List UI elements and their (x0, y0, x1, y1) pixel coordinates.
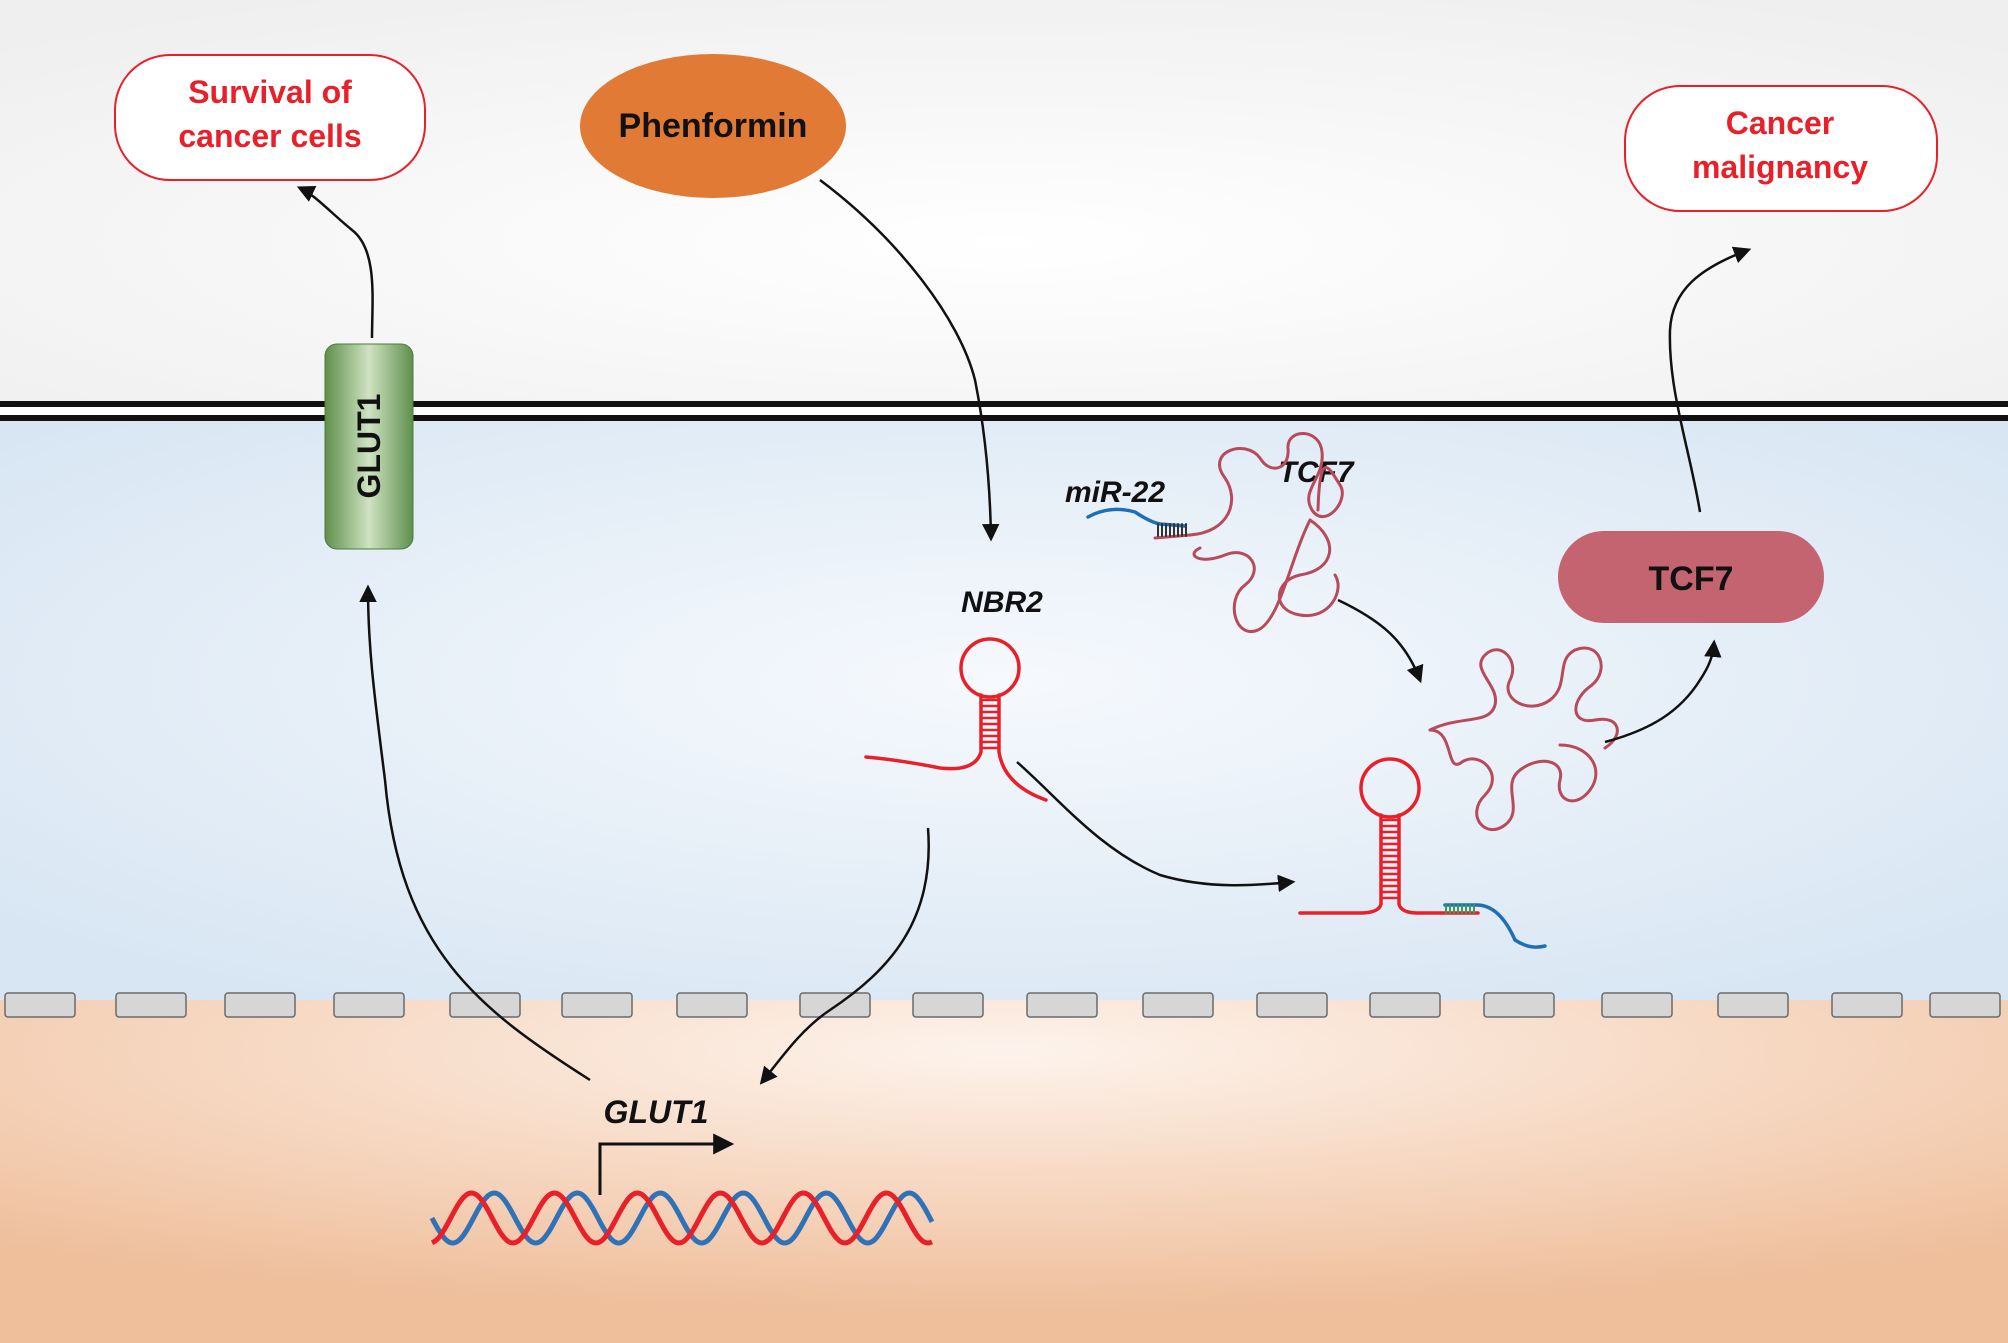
mir22-tcf7-duplex (1086, 507, 1192, 540)
nuclear-pore (224, 992, 296, 1018)
arrow-nbr2-to-complex (1016, 761, 1296, 893)
nuclear-pore (1929, 992, 2001, 1018)
dna-strand-red (430, 1190, 934, 1246)
nucleus (0, 1000, 2008, 1343)
glut1-protein-label: GLUT1 (351, 394, 387, 499)
nuclear-pore (1483, 992, 1555, 1018)
mir22-label: miR-22 (1065, 476, 1165, 509)
arrow-gene-to-glut1 (359, 584, 591, 1082)
nuclear-pore (449, 992, 521, 1018)
arrow-nbr2-to-gene (759, 827, 930, 1085)
tcf7-mrna-label: TCF7 (1279, 456, 1355, 489)
nuclear-pore (115, 992, 187, 1018)
glut1-gene-label: GLUT1 (604, 1094, 709, 1130)
nuclear-pore (1717, 992, 1789, 1018)
nuclear-pore (1601, 992, 1673, 1018)
arrow-glut1-to-survival (296, 186, 374, 339)
arrow-tcf7-to-malignancy (1668, 246, 1752, 513)
phenformin-label: Phenformin (619, 107, 808, 145)
arrow-mrna-to-tcf7-protein (1604, 639, 1722, 744)
dna-helix (429, 1190, 935, 1246)
malignancy-outcome-box: Cancer malignancy (1624, 85, 1938, 212)
tcf7-mrna-free (1428, 646, 1619, 832)
nbr2-label: NBR2 (961, 586, 1043, 619)
plasma-membrane (0, 401, 2008, 421)
dna-strand-blue (429, 1190, 935, 1246)
survival-line2: cancer cells (178, 118, 361, 154)
nuclear-pore (1831, 992, 1903, 1018)
survival-outcome-box: Survival of cancer cells (114, 54, 426, 181)
nbr2-mir22-complex (1298, 757, 1547, 949)
tcf7-protein-label: TCF7 (1649, 560, 1734, 598)
tcf7-protein: TCF7 (1558, 531, 1824, 623)
transcription-start-arrow (598, 1133, 735, 1195)
nuclear-pore (912, 992, 984, 1018)
nuclear-envelope (4, 992, 2001, 1018)
survival-line1: Survival of (188, 74, 352, 110)
nuclear-pore (4, 992, 76, 1018)
tcf7-mrna-coil (1188, 432, 1344, 634)
glut1-transporter: GLUT1 (324, 343, 414, 550)
nuclear-pore (1369, 992, 1441, 1018)
nuclear-pore (1142, 992, 1214, 1018)
arrow-phenformin-to-nbr2 (819, 179, 1000, 542)
nuclear-pore (1256, 992, 1328, 1018)
cytoplasm (0, 420, 2008, 1000)
nuclear-pore (333, 992, 405, 1018)
malignancy-line1: Cancer (1726, 105, 1835, 141)
nuclear-pore (799, 992, 871, 1018)
nuclear-pore (561, 992, 633, 1018)
nuclear-pore (676, 992, 748, 1018)
malignancy-line2: malignancy (1692, 149, 1868, 185)
arrow-tcf7-mrna-shift (1337, 598, 1424, 684)
phenformin-node: Phenformin (580, 54, 846, 198)
nbr2-rna (864, 637, 1048, 802)
nuclear-pore (1026, 992, 1098, 1018)
